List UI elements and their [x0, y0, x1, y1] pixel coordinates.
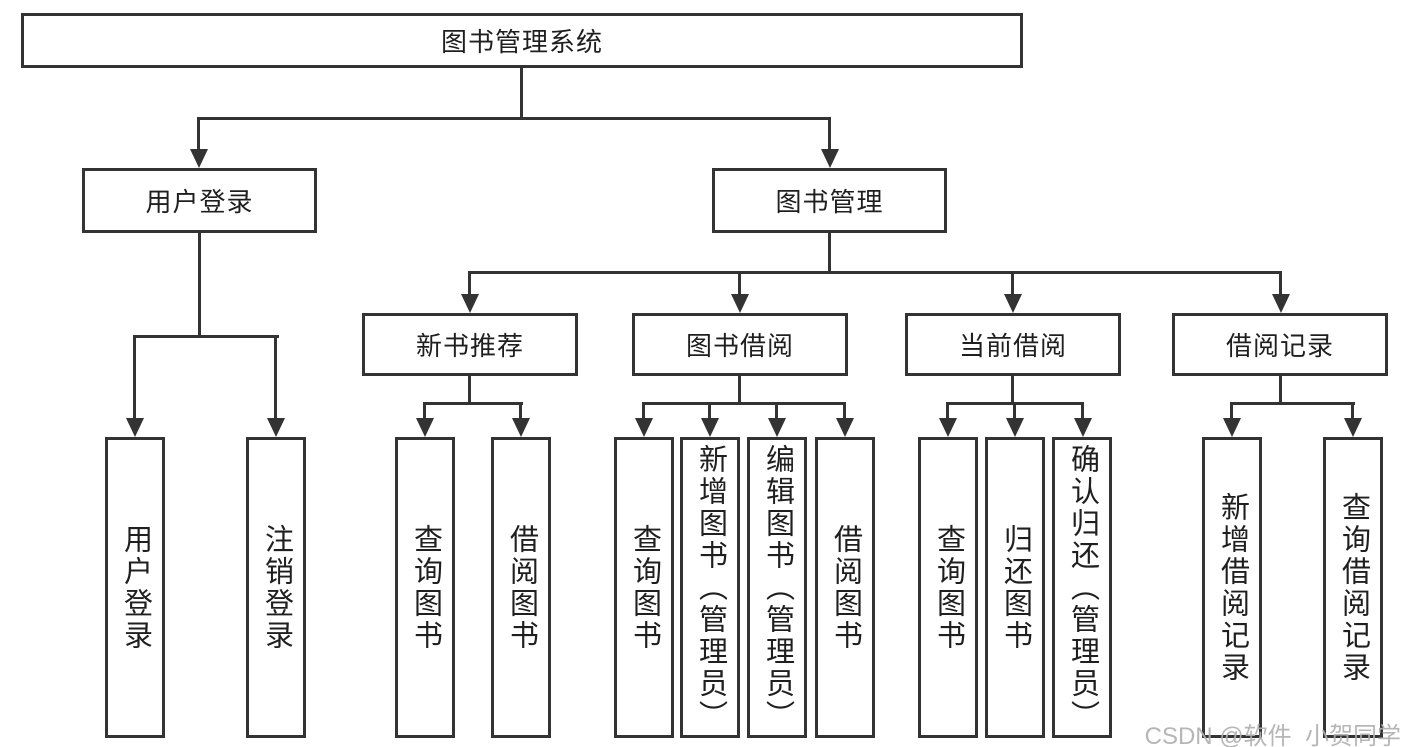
- leaf-label: 借阅图书: [505, 523, 538, 652]
- connector-line: [642, 402, 645, 420]
- arrow-down-icon: [190, 149, 208, 168]
- node-new-book-recommend: 新书推荐: [362, 313, 578, 376]
- arrow-down-icon: [635, 418, 653, 437]
- leaf-label: 归还图书: [999, 523, 1032, 652]
- leaf-label: 查询图书: [628, 523, 661, 652]
- node-root-system: 图书管理系统: [21, 13, 1023, 68]
- connector-line: [642, 402, 846, 405]
- leaf-label: 查询图书: [409, 523, 442, 652]
- connector-line: [133, 335, 136, 420]
- connector-line: [468, 271, 471, 295]
- arrow-down-icon: [821, 149, 839, 168]
- arrow-down-icon: [416, 418, 434, 437]
- connector-line: [1011, 271, 1014, 295]
- leaf-label: 注销登录: [260, 523, 293, 652]
- leaf-node-edit-books-admin: 编辑图书（管理员）: [747, 437, 807, 738]
- leaf-label: 确认归还（管理员）: [1066, 443, 1099, 732]
- arrow-down-icon: [1074, 418, 1092, 437]
- leaf-node-return-books: 归还图书: [985, 437, 1045, 738]
- node-label: 当前借阅: [958, 331, 1067, 361]
- node-label: 图书借阅: [685, 331, 794, 361]
- node-label: 借阅记录: [1225, 331, 1334, 361]
- leaf-node-query-books-recommend: 查询图书: [395, 437, 455, 738]
- connector-line: [468, 271, 1282, 274]
- leaf-node-user-login: 用户登录: [105, 437, 165, 738]
- arrow-down-icon: [512, 418, 530, 437]
- connector-line: [468, 376, 471, 404]
- leaf-node-borrow-books-recommend: 借阅图书: [491, 437, 551, 738]
- leaf-label: 借阅图书: [829, 523, 862, 652]
- connector-line: [1081, 402, 1084, 420]
- connector-line: [946, 402, 949, 420]
- connector-line: [520, 68, 523, 119]
- node-book-management: 图书管理: [712, 168, 947, 233]
- connector-line: [738, 271, 741, 295]
- connector-line: [423, 402, 523, 405]
- arrow-down-icon: [731, 294, 749, 313]
- leaf-node-query-books-borrow: 查询图书: [614, 437, 674, 738]
- connector-line: [708, 402, 711, 420]
- connector-line: [1279, 271, 1282, 295]
- connector-line: [843, 402, 846, 420]
- connector-line: [423, 402, 426, 420]
- connector-line: [1351, 402, 1354, 420]
- leaf-label: 编辑图书（管理员）: [761, 443, 794, 732]
- arrow-down-icon: [701, 418, 719, 437]
- leaf-node-borrow-books: 借阅图书: [815, 437, 875, 738]
- connector-line: [519, 402, 522, 420]
- arrow-down-icon: [126, 418, 144, 437]
- connector-line: [133, 335, 279, 338]
- connector-line: [775, 402, 778, 420]
- node-label: 图书管理: [775, 187, 884, 217]
- arrow-down-icon: [1344, 418, 1362, 437]
- node-label: 图书管理系统: [440, 27, 603, 57]
- arrow-down-icon: [1006, 418, 1024, 437]
- connector-line: [1230, 402, 1355, 405]
- arrow-down-icon: [461, 294, 479, 313]
- connector-line: [828, 233, 831, 273]
- connector-line: [1013, 402, 1016, 420]
- leaf-node-query-books-current: 查询图书: [918, 437, 978, 738]
- node-label: 用户登录: [145, 187, 254, 217]
- connector-line: [1230, 402, 1233, 420]
- arrow-down-icon: [1223, 418, 1241, 437]
- connector-line: [738, 376, 741, 404]
- leaf-node-add-books-admin: 新增图书（管理员）: [680, 437, 740, 738]
- leaf-label: 新增借阅记录: [1216, 491, 1249, 684]
- connector-line: [274, 335, 277, 420]
- csdn-watermark: CSDN @软件_小贺同学: [1144, 723, 1401, 747]
- connector-line: [198, 233, 201, 337]
- connector-line: [197, 117, 200, 151]
- connector-line: [1011, 376, 1014, 404]
- leaf-node-logout: 注销登录: [246, 437, 306, 738]
- leaf-label: 查询图书: [932, 523, 965, 652]
- leaf-node-query-borrow-record: 查询借阅记录: [1323, 437, 1383, 738]
- arrow-down-icon: [267, 418, 285, 437]
- connector-line: [197, 117, 831, 120]
- node-book-borrow: 图书借阅: [632, 313, 848, 376]
- leaf-node-add-borrow-record: 新增借阅记录: [1202, 437, 1262, 738]
- leaf-label: 查询借阅记录: [1337, 491, 1370, 684]
- arrow-down-icon: [1272, 294, 1290, 313]
- node-current-borrow: 当前借阅: [905, 313, 1121, 376]
- arrow-down-icon: [836, 418, 854, 437]
- node-borrow-records: 借阅记录: [1172, 313, 1388, 376]
- leaf-node-confirm-return-admin: 确认归还（管理员）: [1052, 437, 1112, 738]
- leaf-label: 新增图书（管理员）: [694, 443, 727, 732]
- leaf-label: 用户登录: [119, 523, 152, 652]
- connector-line: [828, 117, 831, 151]
- arrow-down-icon: [768, 418, 786, 437]
- arrow-down-icon: [939, 418, 957, 437]
- node-label: 新书推荐: [415, 331, 524, 361]
- connector-line: [1279, 376, 1282, 404]
- node-user-login: 用户登录: [82, 168, 317, 233]
- arrow-down-icon: [1004, 294, 1022, 313]
